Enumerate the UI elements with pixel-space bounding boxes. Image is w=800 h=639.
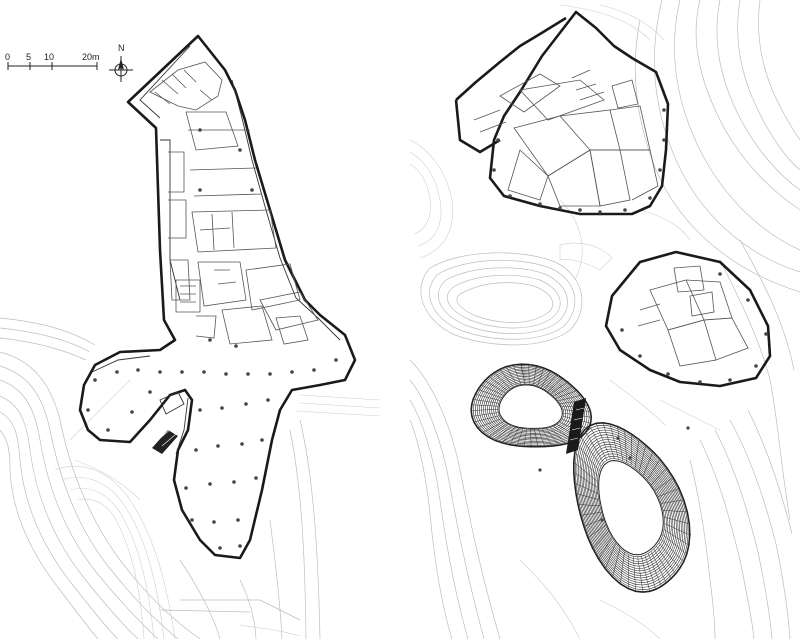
right-plan bbox=[409, 0, 800, 639]
scale-bar: 0 5 10 20m bbox=[5, 52, 100, 70]
structural-columns bbox=[86, 128, 338, 550]
compass-rose-icon: N bbox=[109, 43, 133, 82]
ground-floor-outline bbox=[78, 34, 357, 560]
north-building-block bbox=[454, 10, 670, 216]
left-plan: 0 5 10 20m N bbox=[0, 34, 381, 639]
north-label: N bbox=[118, 43, 125, 53]
plaza-stair bbox=[152, 391, 185, 454]
east-building-block bbox=[604, 250, 772, 388]
right-context-lines bbox=[409, 0, 800, 639]
scale-label-10: 10 bbox=[44, 52, 54, 62]
plaza-columns-right bbox=[538, 426, 690, 522]
connecting-bridge bbox=[566, 398, 586, 454]
scale-label-0: 0 bbox=[5, 52, 10, 62]
scale-label-20m: 20m bbox=[82, 52, 100, 62]
scale-label-5: 5 bbox=[26, 52, 31, 62]
left-context-lines bbox=[0, 317, 381, 639]
interior-partitions bbox=[149, 61, 319, 345]
landscape-island-west bbox=[420, 252, 583, 346]
pavilion-east bbox=[573, 421, 691, 593]
